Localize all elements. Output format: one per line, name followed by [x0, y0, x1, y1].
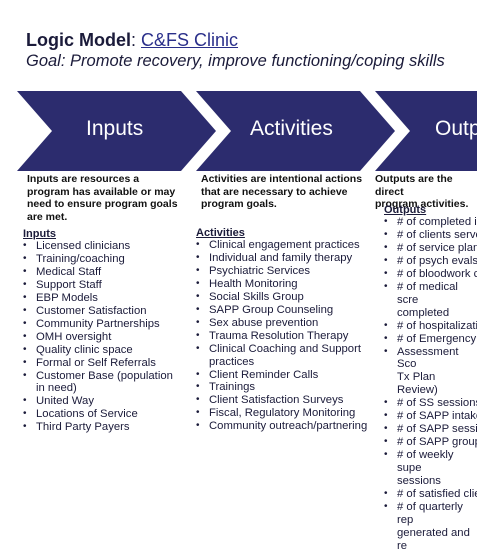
list-item: OMH oversight — [23, 331, 173, 344]
list-item: SAPP Group Counseling — [196, 304, 367, 317]
activities-heading: Activities — [196, 227, 245, 239]
list-item: # of quarterly rep generated and re — [384, 501, 477, 553]
clinic-link[interactable]: C&FS Clinic — [141, 30, 239, 50]
list-item: Medical Staff — [23, 266, 173, 279]
inputs-chevron — [17, 91, 216, 171]
list-item: # of completed in — [384, 216, 477, 229]
outputs-list: # of completed in # of clients serve # o… — [384, 216, 477, 553]
list-item: # of weekly supe sessions — [384, 449, 477, 488]
list-item: # of SAPP sessio — [384, 423, 477, 436]
activities-arrow-label: Activities — [250, 117, 333, 140]
list-item: EBP Models — [23, 292, 173, 305]
list-item: # of psych evals — [384, 255, 477, 268]
activities-chevron — [196, 91, 395, 171]
list-item: # of medical scre completed — [384, 281, 477, 320]
list-item: Licensed clinicians — [23, 240, 173, 253]
list-item: # of clients serve — [384, 229, 477, 242]
list-item: Locations of Service — [23, 408, 173, 421]
list-item: Psychiatric Services — [196, 265, 367, 278]
list-item: Assessment Sco Tx Plan Review) — [384, 346, 477, 398]
list-item: Individual and family therapy — [196, 252, 367, 265]
activities-description: Activities are intentional actions that … — [201, 173, 363, 210]
list-item: Social Skills Group — [196, 291, 367, 304]
list-item: # of hospitalizatio — [384, 320, 477, 333]
activities-list: Clinical engagement practices Individual… — [196, 239, 367, 433]
list-item: Community outreach/partnering — [196, 420, 367, 433]
list-item: # of SAPP group — [384, 436, 477, 449]
process-arrows — [17, 91, 477, 171]
list-item: Third Party Payers — [23, 421, 173, 434]
list-item: Trainings — [196, 381, 367, 394]
title-separator: : — [131, 30, 142, 50]
inputs-arrow-label: Inputs — [86, 117, 144, 140]
list-item: Trauma Resolution Therapy — [196, 330, 367, 343]
outputs-arrow-label: Outp — [435, 117, 477, 140]
outputs-description: Outputs are the direct program activitie… — [375, 173, 469, 210]
list-item: Client Reminder Calls — [196, 369, 367, 382]
inputs-description: Inputs are resources a program has avail… — [27, 173, 178, 223]
list-item: Client Satisfaction Surveys — [196, 394, 367, 407]
title-prefix: Logic Model — [26, 30, 131, 50]
list-item: Formal or Self Referrals — [23, 357, 173, 370]
list-item: # of service plan — [384, 242, 477, 255]
list-item: # of SAPP intake — [384, 410, 477, 423]
list-item: # of bloodwork c — [384, 268, 477, 281]
list-item: Support Staff — [23, 279, 173, 292]
list-item: Sex abuse prevention — [196, 317, 367, 330]
list-item: Customer Satisfaction — [23, 305, 173, 318]
page-title: Logic Model: C&FS Clinic — [26, 30, 238, 51]
inputs-heading: Inputs — [23, 228, 56, 240]
list-item: Community Partnerships — [23, 318, 173, 331]
list-item: Customer Base (population in need) — [23, 370, 173, 396]
list-item: Quality clinic space — [23, 344, 173, 357]
goal-statement: Goal: Promote recovery, improve function… — [26, 52, 445, 70]
outputs-heading: Outputs — [384, 204, 427, 216]
list-item: United Way — [23, 395, 173, 408]
list-item: Clinical engagement practices — [196, 239, 367, 252]
list-item: # of SS sessions — [384, 397, 477, 410]
list-item: Clinical Coaching and Support practices — [196, 343, 367, 369]
list-item: Health Monitoring — [196, 278, 367, 291]
list-item: Training/coaching — [23, 253, 173, 266]
list-item: # of satisfied clie — [384, 488, 477, 501]
list-item: # of Emergency — [384, 333, 477, 346]
list-item: Fiscal, Regulatory Monitoring — [196, 407, 367, 420]
outputs-chevron — [375, 91, 477, 171]
inputs-list: Licensed clinicians Training/coaching Me… — [23, 240, 173, 434]
